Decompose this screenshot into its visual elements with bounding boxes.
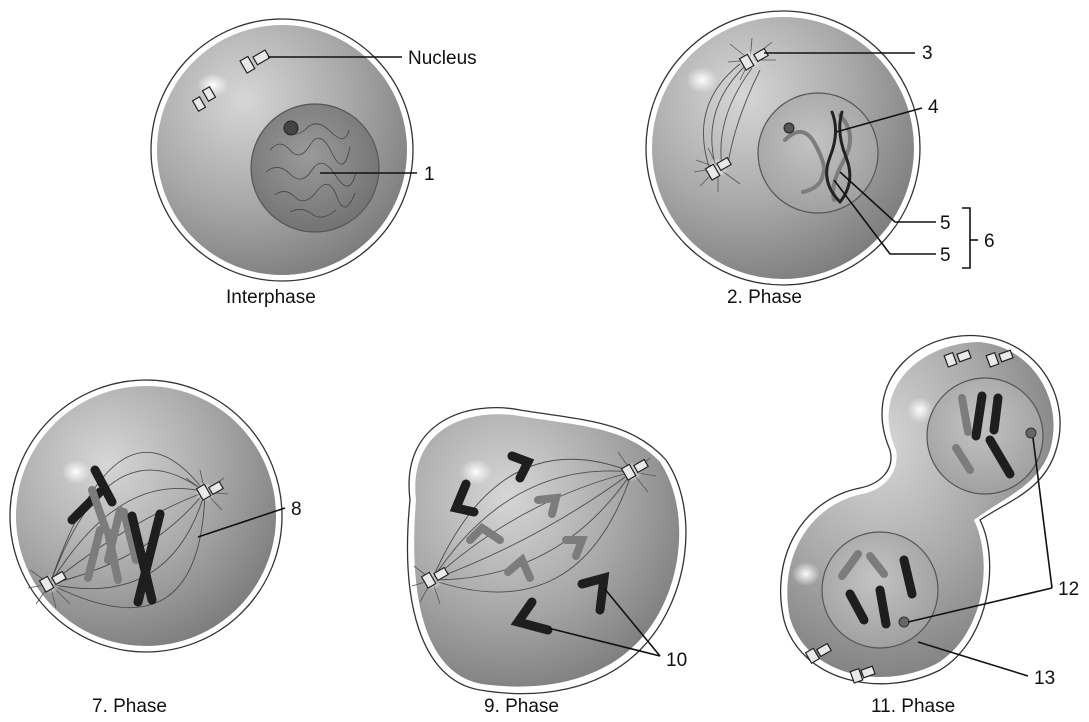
phase11-cell (781, 336, 1060, 684)
label-nucleus: Nucleus (408, 48, 477, 69)
caption-phase7: 7. Phase (92, 696, 167, 717)
label-13: 13 (1034, 668, 1055, 689)
phase11-lower-nucleus (822, 532, 938, 648)
label-5a: 5 (940, 213, 951, 234)
phase7-cell (10, 380, 285, 652)
interphase-cell (151, 19, 417, 281)
bracket-6 (962, 208, 970, 268)
label-1: 1 (424, 164, 435, 185)
label-3: 3 (922, 43, 933, 64)
label-5b: 5 (940, 245, 951, 266)
phase2-nucleus (758, 93, 878, 213)
label-6: 6 (984, 231, 995, 252)
caption-phase9: 9. Phase (484, 696, 559, 717)
label-12: 12 (1058, 579, 1079, 600)
label-8: 8 (291, 499, 302, 520)
phase9-cell (408, 408, 686, 694)
caption-interphase: Interphase (226, 287, 316, 308)
phase11-upper-nucleus (927, 378, 1043, 494)
interphase-nucleus (251, 104, 379, 232)
label-4: 4 (928, 97, 939, 118)
label-10: 10 (666, 650, 687, 671)
caption-phase11: 11. Phase (871, 696, 955, 717)
caption-phase2: 2. Phase (727, 287, 802, 308)
